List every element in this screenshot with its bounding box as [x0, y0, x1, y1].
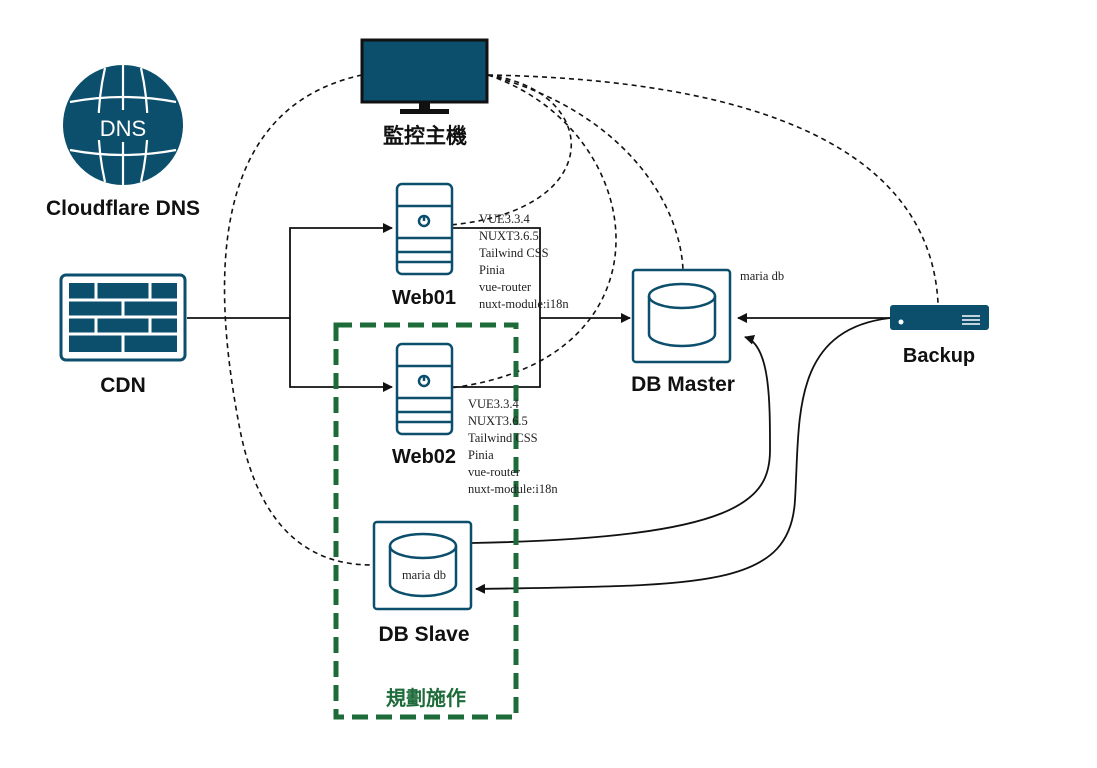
backup-node: Backup — [890, 305, 989, 367]
db-slave-engine: maria db — [402, 568, 446, 582]
web01-stack-item: vue-router — [479, 280, 532, 294]
web01-stack-item: Tailwind CSS — [479, 246, 549, 260]
cdn-to-web02-link — [289, 318, 393, 392]
dns-icon-text: DNS — [100, 116, 146, 141]
traffic-links — [187, 223, 891, 594]
cdn-label: CDN — [100, 374, 146, 397]
db-slave-label: DB Slave — [378, 623, 469, 646]
monitoring-links — [223, 74, 939, 566]
backup-label: Backup — [903, 345, 975, 367]
web01-to-dbmaster-link — [452, 227, 631, 323]
dns-node: DNS Cloudflare DNS — [46, 65, 200, 220]
web02-stack-item: NUXT3.6.5 — [468, 414, 528, 428]
web02-stack-item: vue-router — [468, 465, 521, 479]
monitor-node: 監控主機 — [360, 38, 489, 148]
server-icon — [395, 182, 454, 276]
plan-area: 規劃施作 — [333, 322, 519, 720]
web02-node: Web02 VUE3.3.4 NUXT3.6.5 Tailwind CSS Pi… — [392, 342, 558, 496]
web02-stack-item: VUE3.3.4 — [468, 397, 519, 411]
server-icon — [395, 342, 454, 436]
backup-to-dbslave-link — [475, 317, 891, 594]
web02-to-dbmaster-link — [452, 318, 541, 388]
web01-stack: VUE3.3.4 NUXT3.6.5 Tailwind CSS Pinia vu… — [479, 212, 569, 311]
cdn-to-web01-link — [187, 223, 393, 319]
db-master-label: DB Master — [631, 373, 735, 396]
monitor-to-web02-link — [449, 74, 617, 389]
db-slave-node: maria db DB Slave — [372, 520, 473, 646]
monitor-to-dbslave-link — [223, 74, 373, 566]
monitor-to-dbmaster-link — [487, 74, 684, 271]
database-icon — [631, 268, 732, 364]
monitor-to-web01-link — [449, 74, 572, 226]
rack-server-icon — [890, 305, 989, 330]
web02-stack-item: nuxt-module:i18n — [468, 482, 558, 496]
dns-label: Cloudflare DNS — [46, 197, 200, 220]
cdn-node: CDN — [59, 273, 187, 397]
firewall-icon — [59, 273, 187, 362]
db-master-engine: maria db — [740, 269, 784, 283]
db-master-node: maria db DB Master — [631, 268, 784, 396]
web02-stack-item: Tailwind CSS — [468, 431, 538, 445]
web01-stack-item: VUE3.3.4 — [479, 212, 530, 226]
web01-stack-item: nuxt-module:i18n — [479, 297, 569, 311]
monitor-icon — [360, 38, 489, 114]
dbslave-to-dbmaster-link — [471, 335, 771, 544]
globe-icon: DNS — [63, 65, 183, 185]
web01-node: Web01 VUE3.3.4 NUXT3.6.5 Tailwind CSS Pi… — [392, 182, 569, 311]
plan-area-label: 規劃施作 — [386, 686, 466, 710]
web02-stack-item: Pinia — [468, 448, 494, 462]
web02-label: Web02 — [392, 446, 456, 468]
database-icon — [372, 520, 473, 611]
web01-stack-item: Pinia — [479, 263, 505, 277]
monitor-label: 監控主機 — [383, 124, 467, 148]
web01-label: Web01 — [392, 287, 456, 309]
web02-stack: VUE3.3.4 NUXT3.6.5 Tailwind CSS Pinia vu… — [468, 397, 558, 496]
web01-stack-item: NUXT3.6.5 — [479, 229, 539, 243]
plan-area-border — [333, 322, 519, 720]
